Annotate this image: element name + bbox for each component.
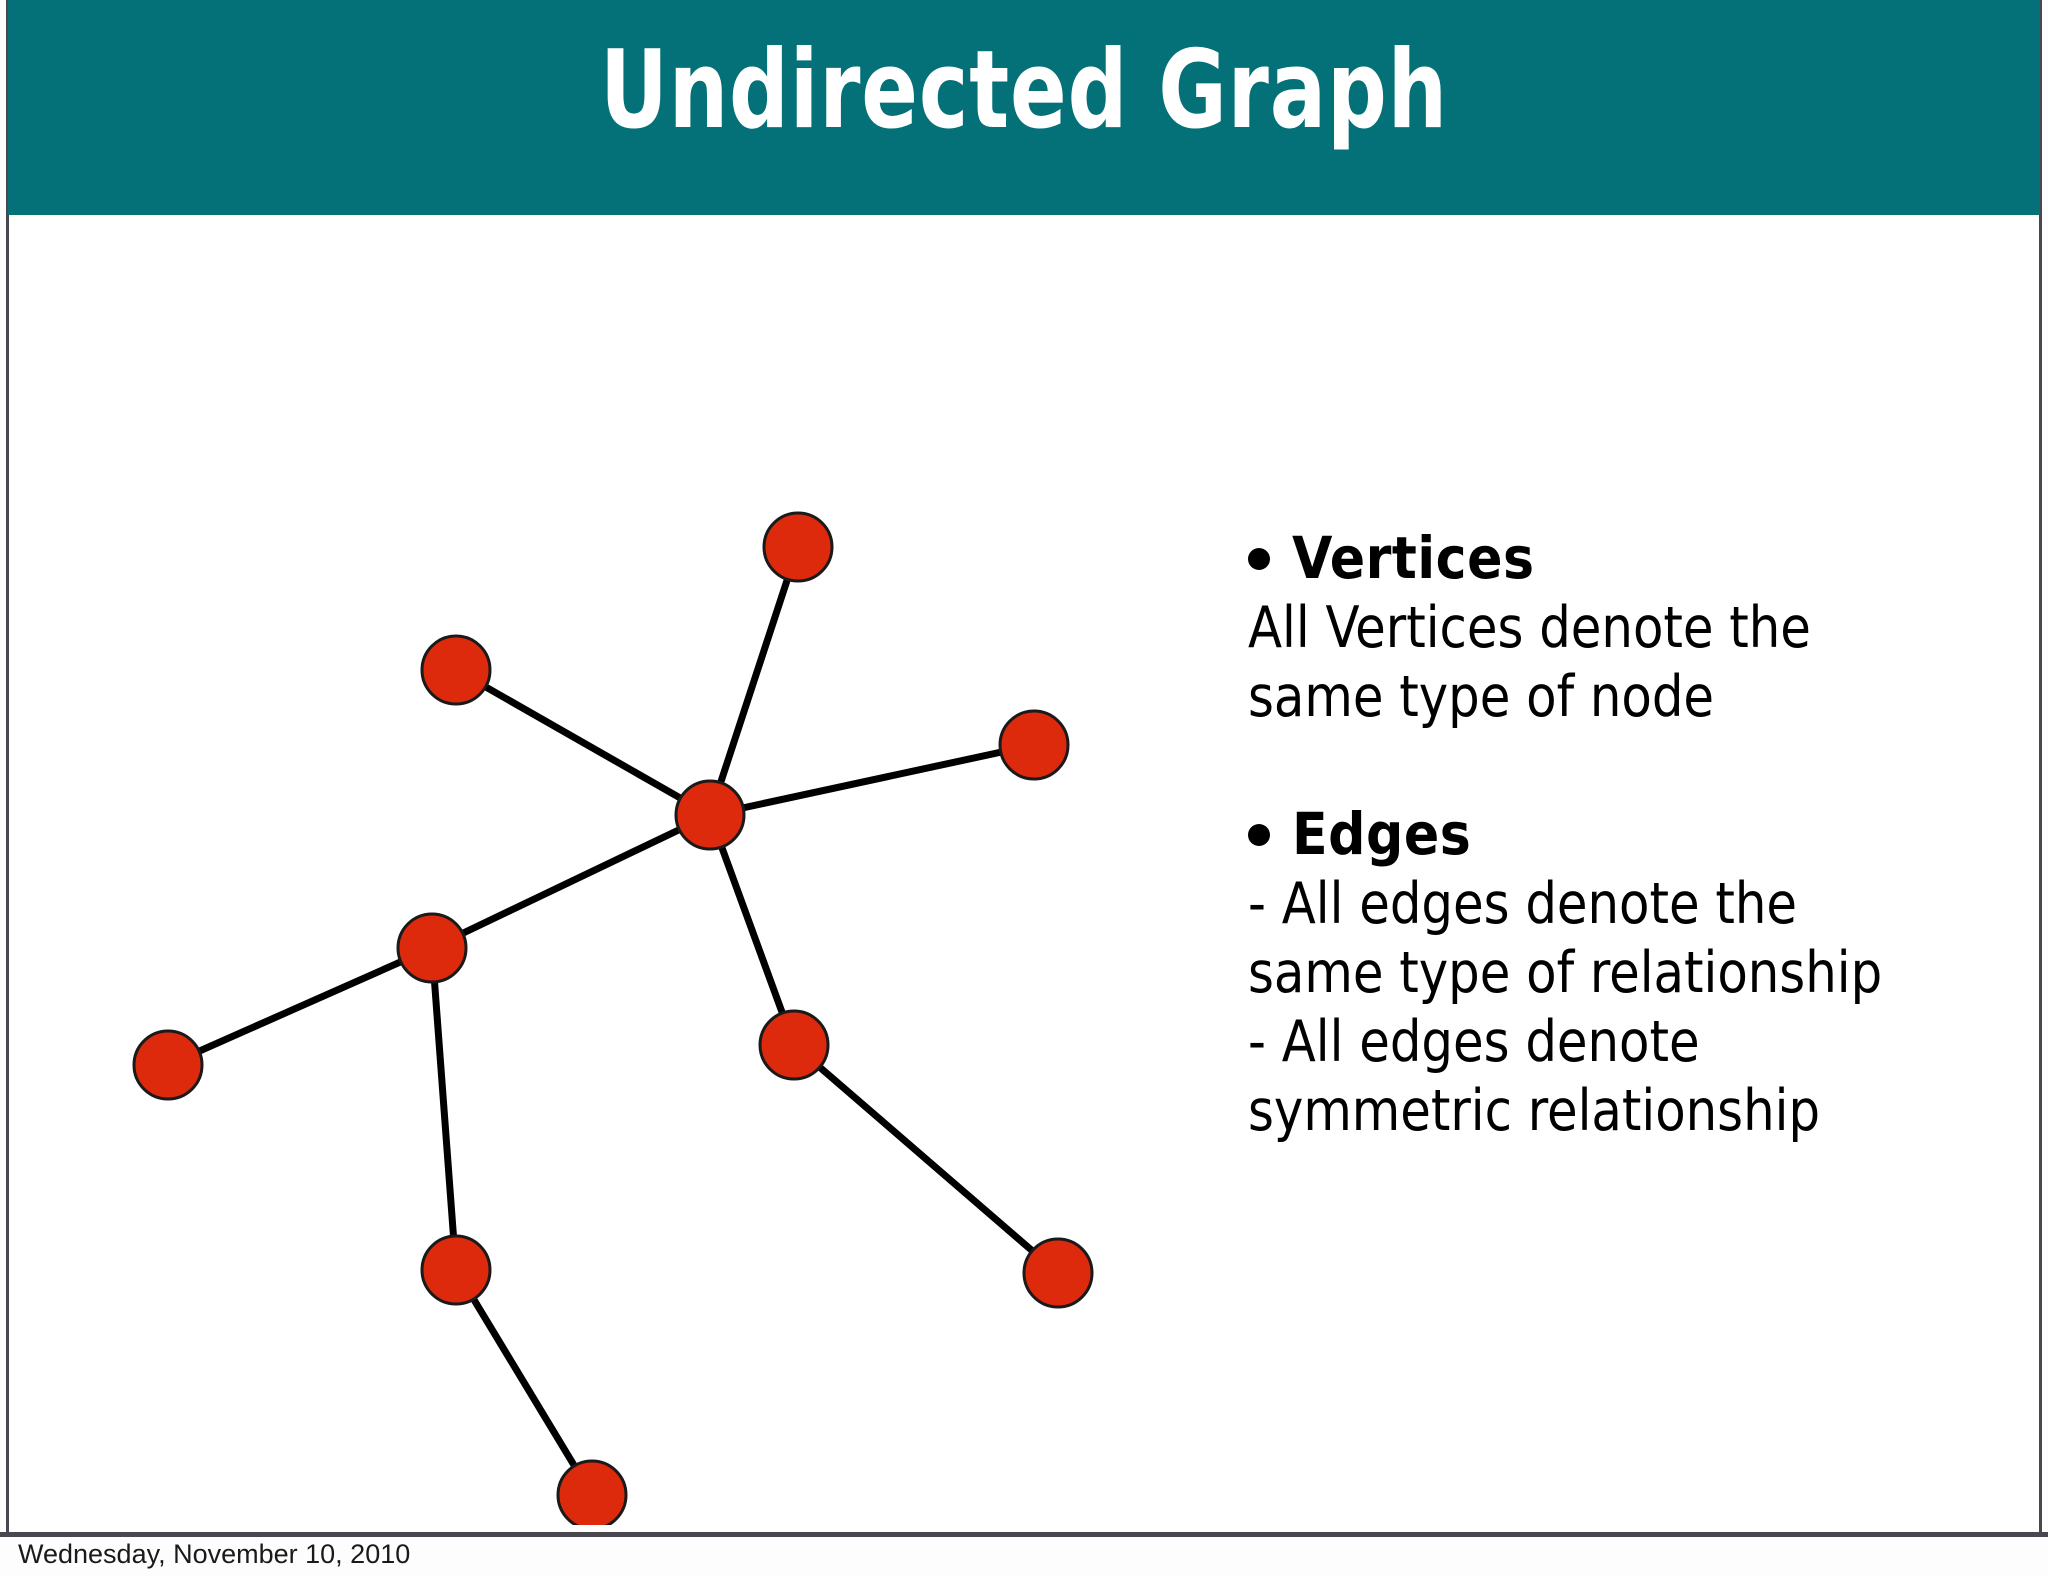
slide-border-right (2039, 0, 2042, 1534)
graph-edge (452, 1266, 596, 1499)
graph-node (1022, 1237, 1094, 1309)
graph-node (998, 709, 1070, 781)
graph-edge (790, 1041, 1062, 1277)
graph-node (556, 1459, 628, 1525)
graph-edge (428, 811, 714, 952)
slide-border-left (6, 0, 9, 1534)
graph-node (132, 1029, 204, 1101)
slide-border-bottom (0, 1532, 2048, 1537)
graph-edge (164, 944, 436, 1069)
bullet-heading-label: Edges (1292, 800, 1472, 868)
bullet-dot-icon (1248, 824, 1270, 846)
graph-node (758, 1009, 830, 1081)
edges-line-3: - All edges denote (1248, 1009, 1700, 1075)
slide-body (9, 215, 2039, 1532)
graph-node (420, 634, 492, 706)
title-banner: Undirected Graph (8, 0, 2040, 215)
edges-line-2: same type of relationship (1248, 940, 1883, 1006)
graph-canvas (132, 511, 1094, 1525)
bullet-text-column: Vertices All Vertices denote the same ty… (1248, 522, 2008, 1146)
graph-node-layer (132, 511, 1094, 1525)
section-spacer (1248, 732, 2008, 798)
vertices-line-1: All Vertices denote the (1248, 595, 1811, 661)
graph-edge (706, 811, 798, 1049)
bullet-heading-label: Vertices (1292, 524, 1535, 592)
bullet-heading-edges: Edges (1248, 798, 2008, 870)
edges-line-4: symmetric relationship (1248, 1078, 1821, 1144)
graph-edge (706, 543, 802, 819)
graph-edge (706, 741, 1038, 819)
page-title: Undirected Graph (599, 28, 1449, 153)
footer-date: Wednesday, November 10, 2010 (18, 1539, 411, 1569)
graph-node (762, 511, 834, 583)
graph-edge-layer (164, 543, 1062, 1499)
undirected-graph-diagram (0, 215, 1230, 1525)
graph-node (396, 912, 468, 984)
graph-edge (428, 944, 460, 1274)
graph-node (420, 1234, 492, 1306)
graph-node (674, 779, 746, 851)
vertices-line-2: same type of node (1248, 664, 1715, 730)
edges-line-1: - All edges denote the (1248, 871, 1798, 937)
bullet-dot-icon (1248, 548, 1270, 570)
bullet-heading-vertices: Vertices (1248, 522, 2008, 594)
graph-edge (452, 666, 714, 819)
